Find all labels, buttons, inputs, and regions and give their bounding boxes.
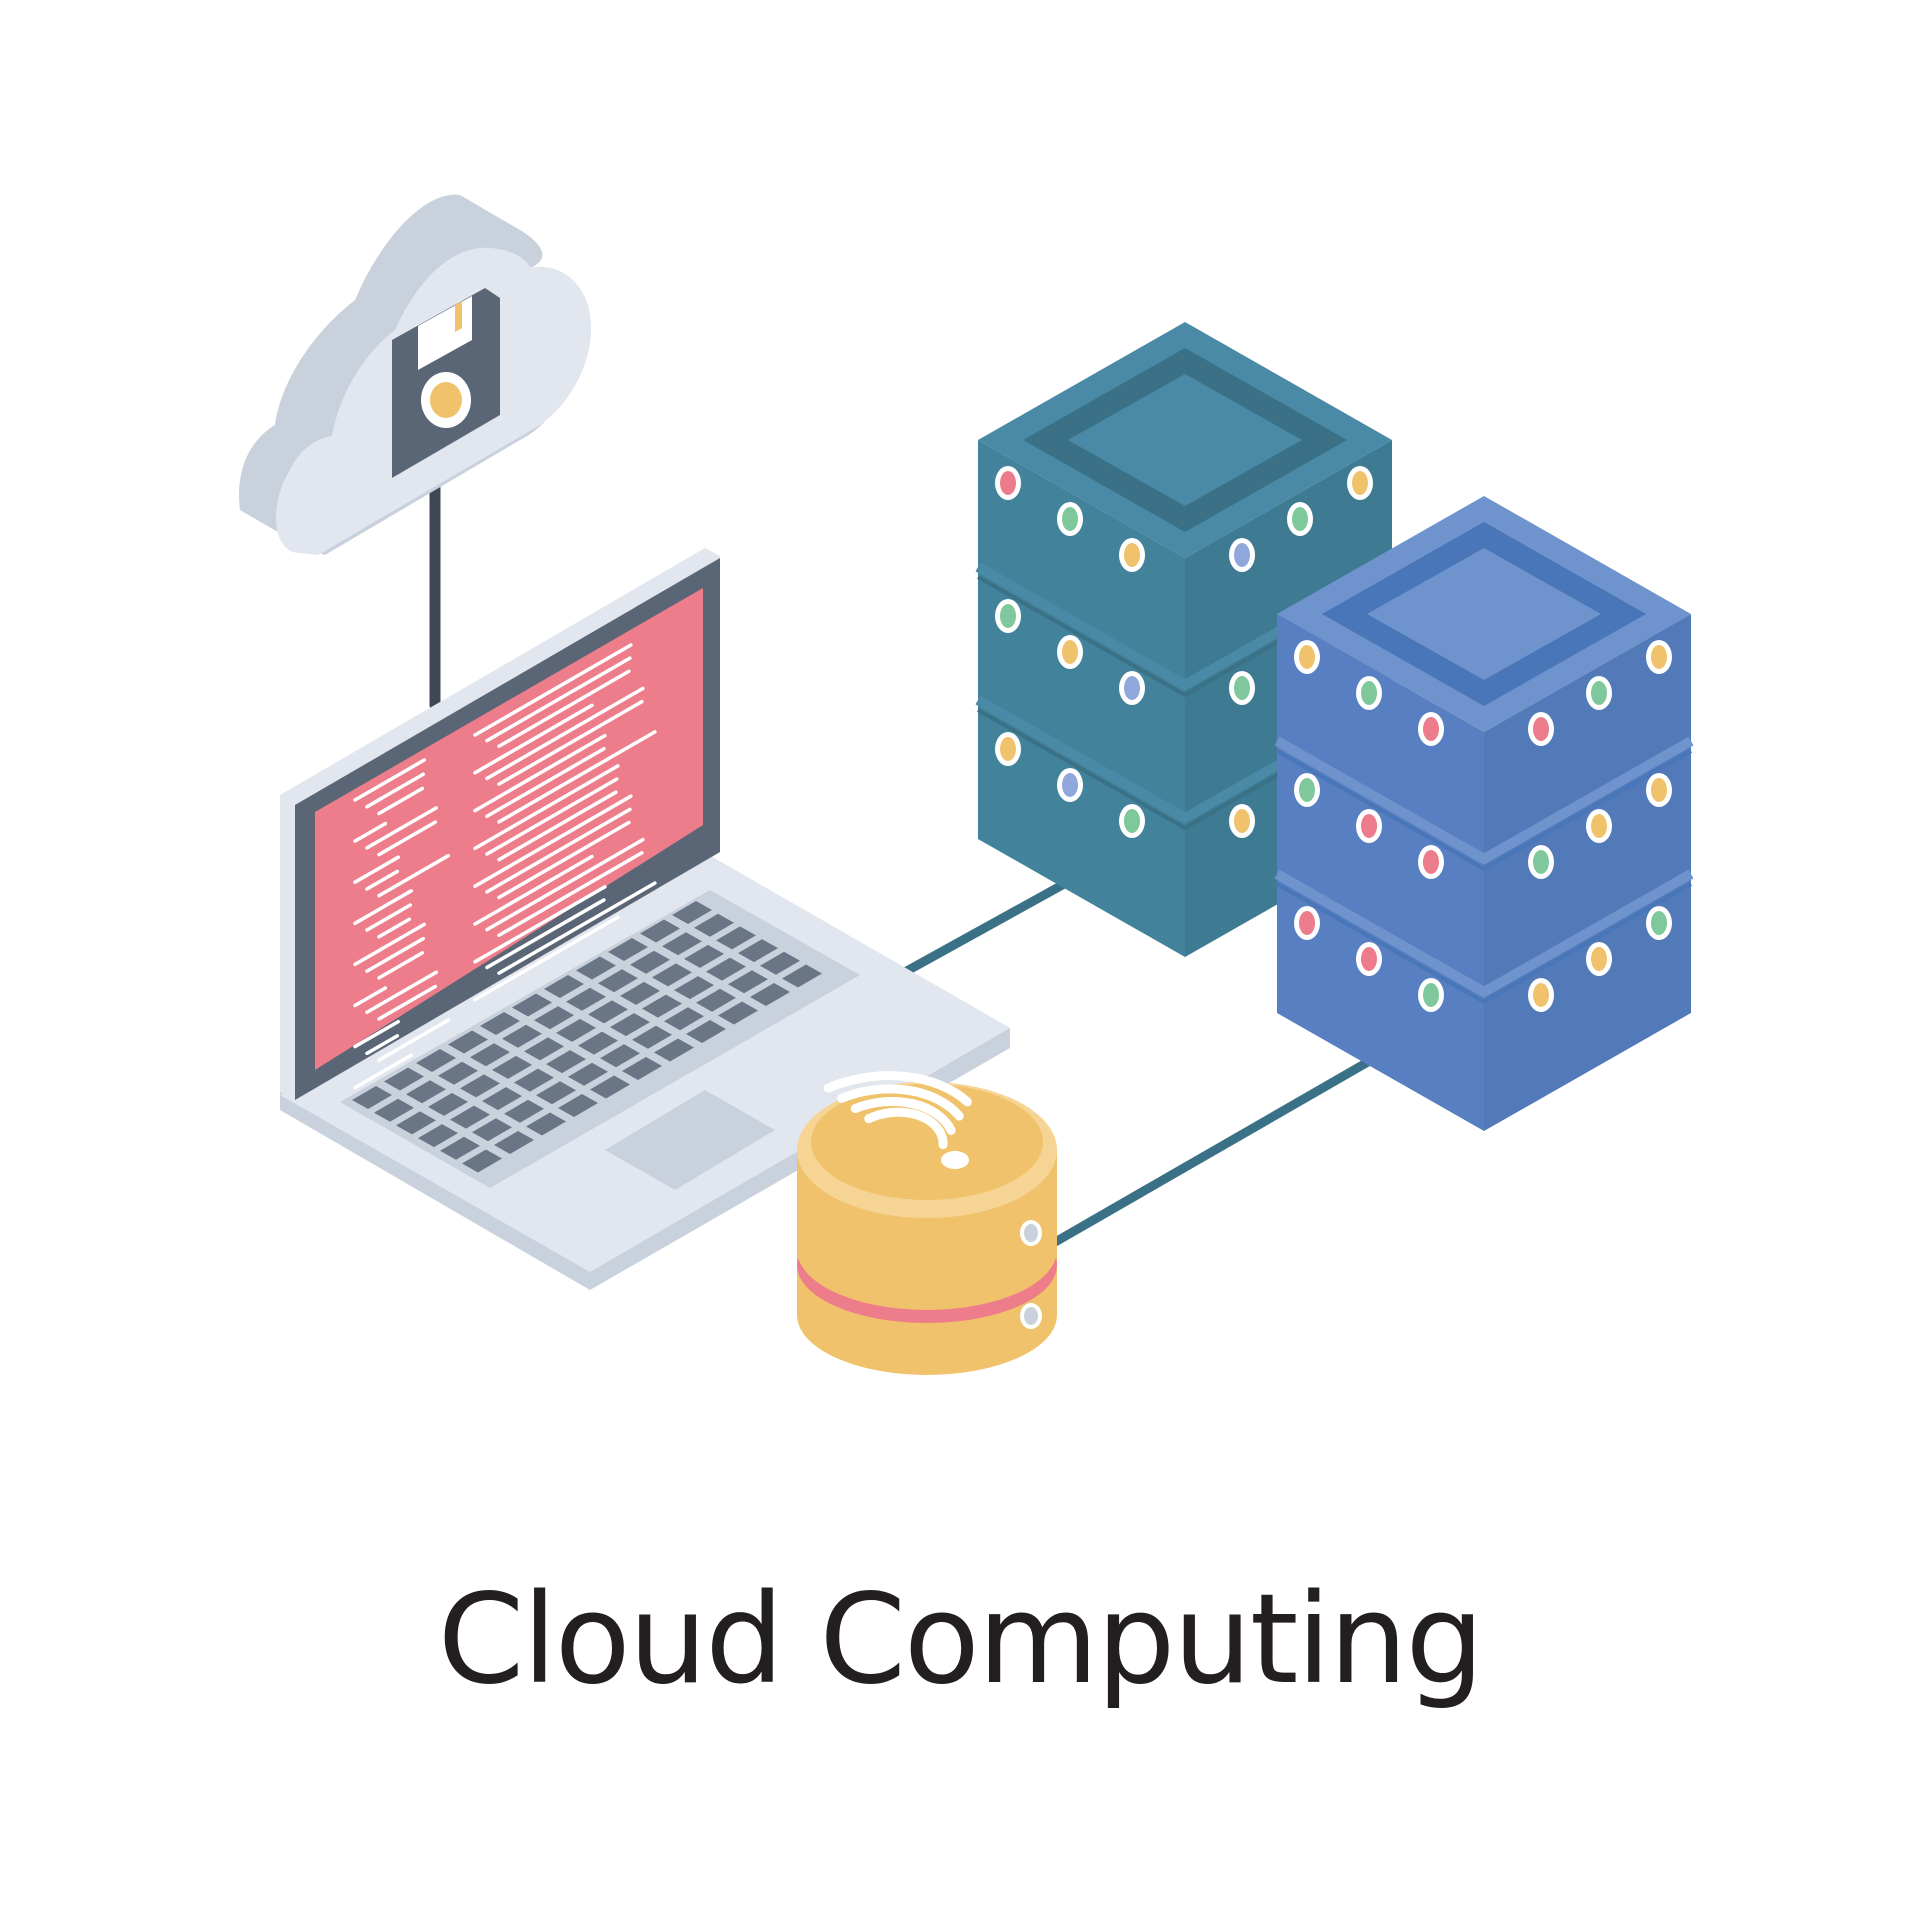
server-rack-icon [1274,496,1694,1131]
blue-server-rack [1274,496,1694,1131]
illustration-title: Cloud Computing [437,1568,1485,1712]
floppy-disk-icon [392,288,500,478]
keyboard-keys [352,901,822,1173]
connector-lines [429,464,1385,1250]
wifi-icon [823,1071,972,1169]
laptop-icon [280,548,1010,1290]
screen-text-lines [353,643,657,1090]
wifi-router-icon [797,1071,1057,1375]
